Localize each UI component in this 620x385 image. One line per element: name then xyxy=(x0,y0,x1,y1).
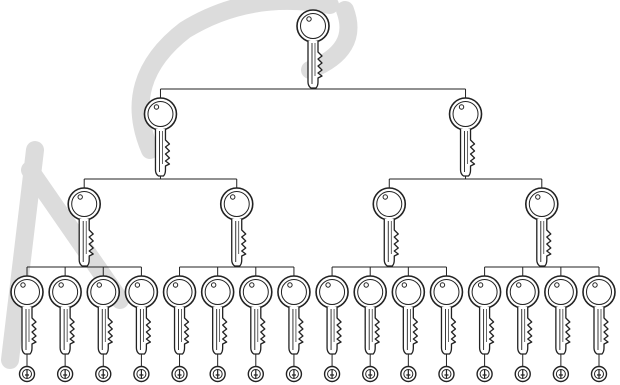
key-icon xyxy=(450,98,482,176)
lock-cylinder-icon xyxy=(20,360,35,382)
key-icon xyxy=(221,188,253,266)
key-nodes xyxy=(11,10,615,354)
key-icon xyxy=(164,276,196,354)
lock-cylinder-icon xyxy=(134,360,149,382)
lock-cylinder-icon xyxy=(592,360,607,382)
lock-cylinder-icon xyxy=(401,360,416,382)
lock-cylinder-icon xyxy=(325,360,340,382)
lock-cylinder-icon xyxy=(515,360,530,382)
lock-cylinder-icon xyxy=(553,360,568,382)
key-icon xyxy=(526,188,558,266)
key-icon xyxy=(354,276,386,354)
key-icon xyxy=(430,276,462,354)
key-icon xyxy=(507,276,539,354)
lock-cylinder-icon xyxy=(210,360,225,382)
lock-cylinder-icon xyxy=(477,360,492,382)
hierarchy-connectors xyxy=(27,88,599,360)
key-icon xyxy=(297,10,329,88)
lock-cylinder-icon xyxy=(439,360,454,382)
lock-cylinder-icon xyxy=(248,360,263,382)
lock-cylinder-icon xyxy=(172,360,187,382)
lock-cylinder-icon xyxy=(286,360,301,382)
key-icon xyxy=(583,276,615,354)
key-icon xyxy=(240,276,272,354)
key-icon xyxy=(373,188,405,266)
lock-cylinder-icon xyxy=(363,360,378,382)
cylinder-nodes xyxy=(20,360,607,382)
key-icon xyxy=(316,276,348,354)
key-icon xyxy=(125,276,157,354)
key-icon xyxy=(87,276,119,354)
key-icon xyxy=(392,276,424,354)
key-icon xyxy=(49,276,81,354)
key-icon xyxy=(278,276,310,354)
key-icon xyxy=(469,276,501,354)
lock-cylinder-icon xyxy=(58,360,73,382)
key-icon xyxy=(545,276,577,354)
key-icon xyxy=(202,276,234,354)
lock-cylinder-icon xyxy=(96,360,111,382)
